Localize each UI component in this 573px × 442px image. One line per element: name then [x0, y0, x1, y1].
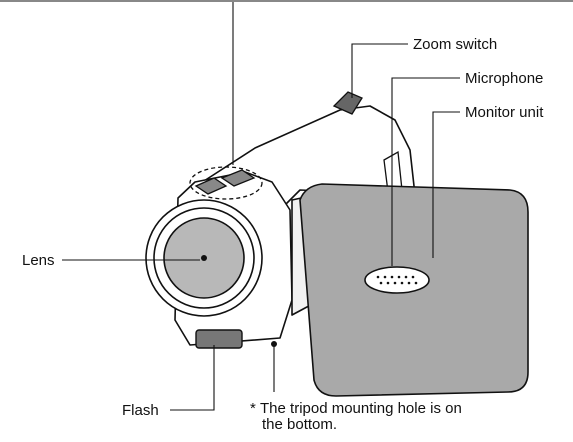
- footnote-line-2: the bottom.: [250, 417, 550, 433]
- label-microphone: Microphone: [465, 70, 543, 87]
- label-lens: Lens: [22, 252, 55, 269]
- label-monitor-unit: Monitor unit: [465, 104, 543, 121]
- leader-zoom-switch: [352, 44, 408, 98]
- flash-part: [196, 330, 242, 348]
- monitor-panel: [300, 184, 528, 396]
- footnote-marker: *: [250, 400, 256, 417]
- label-zoom-switch: Zoom switch: [413, 36, 497, 53]
- tripod-hole-mark: [271, 341, 277, 347]
- leader-flash: [170, 345, 214, 410]
- footnote-line-1: The tripod mounting hole is on: [260, 400, 462, 417]
- tripod-footnote: * The tripod mounting hole is on the bot…: [250, 401, 550, 433]
- label-flash: Flash: [122, 402, 159, 419]
- lens-part: [146, 200, 262, 316]
